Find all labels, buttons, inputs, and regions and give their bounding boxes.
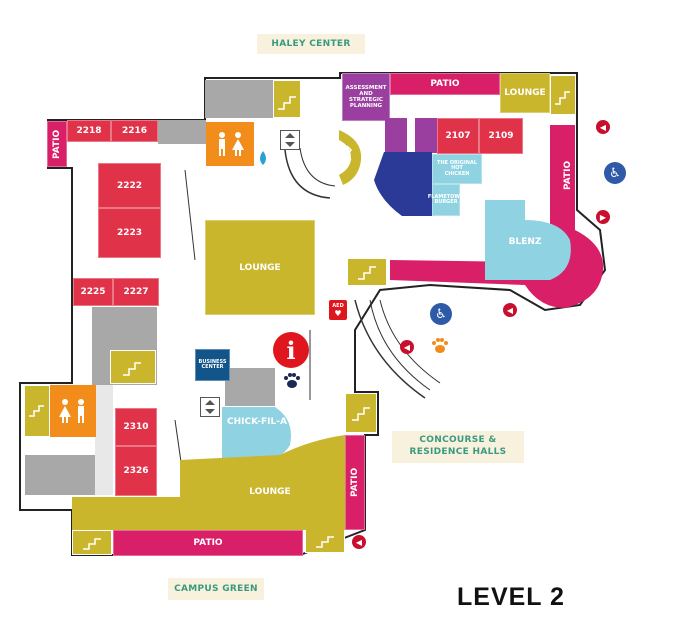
chick-fil-a[interactable]: CHICK-FIL-A	[227, 417, 287, 427]
elevator-icon	[280, 130, 300, 150]
corridor	[95, 385, 113, 495]
elevator-icon	[200, 397, 220, 417]
service-block	[225, 368, 275, 406]
stairs-icon	[72, 530, 112, 555]
lounge-top-right[interactable]: LOUNGE	[500, 73, 550, 113]
level-title: LEVEL 2	[457, 583, 565, 611]
restroom-icon	[206, 122, 254, 166]
purple-room	[415, 118, 437, 153]
information-icon[interactable]: i	[273, 332, 309, 368]
business-center[interactable]: BUSINESS CENTER	[195, 349, 230, 381]
campus-green-label: CAMPUS GREEN	[168, 578, 264, 600]
stairs-icon	[550, 75, 576, 115]
haley-center-label: HALEY CENTER	[257, 34, 365, 54]
chick-fil-a-area	[222, 407, 291, 462]
stairs-icon	[110, 350, 156, 384]
service-block	[158, 120, 206, 144]
flametown-burger[interactable]: FLAMETOWN BURGER	[428, 184, 464, 216]
patio-bottom: PATIO	[113, 530, 303, 556]
patio-left: PATIO	[47, 121, 67, 167]
room-2310[interactable]: 2310	[115, 408, 157, 446]
blenz[interactable]: BLENZ	[508, 237, 542, 247]
aed-icon: AED ♥	[329, 300, 347, 320]
service-block	[205, 80, 275, 118]
room-2225[interactable]: 2225	[73, 278, 113, 306]
lounge-center[interactable]: LOUNGE	[205, 220, 315, 315]
stairs-icon	[305, 528, 345, 553]
room-2227[interactable]: 2227	[113, 278, 159, 306]
room-2223[interactable]: 2223	[98, 208, 161, 258]
restroom-icon	[50, 385, 96, 437]
the-original-hot-chicken[interactable]: THE ORIGINAL HOT CHICKEN	[432, 154, 482, 184]
patio-top: PATIO	[390, 73, 500, 95]
stairs-icon	[345, 393, 377, 433]
entrance-arrow-icon: ▶	[596, 210, 610, 224]
lounge-bottom[interactable]: LOUNGE	[249, 487, 291, 497]
paw-print-icon	[430, 335, 450, 355]
room-2222[interactable]: 2222	[98, 163, 161, 208]
room-2326[interactable]: 2326	[115, 446, 157, 496]
patio-right: PATIO	[563, 160, 573, 190]
stairs-icon	[347, 258, 387, 286]
water-fountain-icon	[257, 150, 269, 165]
purple-room	[385, 118, 407, 153]
stairs-icon	[337, 130, 363, 185]
stairs-icon	[273, 80, 301, 118]
room-2216[interactable]: 2216	[111, 120, 158, 142]
accessible-icon: ♿	[604, 162, 626, 184]
entrance-arrow-icon: ◀	[596, 120, 610, 134]
entrance-arrow-icon: ◀	[400, 340, 414, 354]
food-court-seating	[374, 152, 432, 216]
concourse-residence-halls-label: CONCOURSE & RESIDENCE HALLS	[392, 431, 524, 463]
service-block	[25, 455, 97, 495]
entrance-arrow-icon: ◀	[352, 535, 366, 549]
assessment-strategic-planning[interactable]: ASSESSMENT AND STRATEGIC PLANNING	[342, 73, 390, 121]
lounge-bottom-area	[72, 435, 345, 530]
patio-curve	[390, 125, 604, 308]
room-2107[interactable]: 2107	[437, 118, 479, 154]
stairs-icon	[24, 385, 50, 437]
patio-bottom-right: PATIO	[345, 435, 365, 530]
accessible-icon: ♿	[430, 303, 452, 325]
entrance-arrow-icon: ◀	[503, 303, 517, 317]
room-2218[interactable]: 2218	[67, 120, 111, 142]
room-2109[interactable]: 2109	[479, 118, 523, 154]
paw-print-icon	[282, 370, 302, 390]
